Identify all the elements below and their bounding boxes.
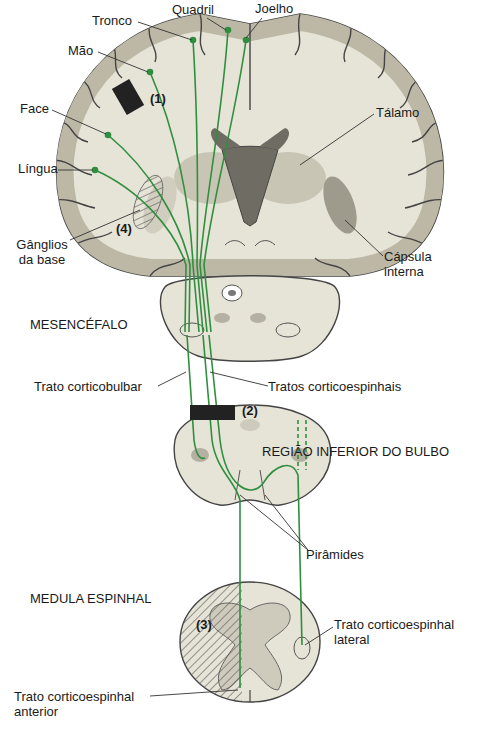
body-region-label: Joelho <box>255 2 315 17</box>
tract-label: Trato corticobulbar <box>34 380 184 395</box>
lesion-marker <box>112 79 144 115</box>
section-label: MEDULA ESPINHAL <box>30 592 180 607</box>
structure-label: Cápsula interna <box>384 250 454 280</box>
callout-number: (3) <box>196 618 226 633</box>
body-region-label: Face <box>20 102 60 117</box>
body-region-label: Língua <box>18 162 68 177</box>
section-label: MESENCÉFALO <box>30 318 160 333</box>
callout-number: (4) <box>116 222 146 237</box>
tract-label: Trato corticoespinhal anterior <box>14 690 154 720</box>
body-region-label: Mão <box>68 44 108 59</box>
structure-label: Tálamo <box>376 106 446 121</box>
spinal-cord-section <box>180 580 320 705</box>
lesion-marker <box>190 405 235 420</box>
callout-number: (1) <box>150 92 180 107</box>
section-label: REGIÃO INFERIOR DO BULBO <box>262 445 492 460</box>
tract-label: Trato corticoespinhal lateral <box>334 618 474 648</box>
body-region-label: Tronco <box>92 14 152 29</box>
structure-label: Pirâmides <box>306 548 396 563</box>
tract-label: Tratos corticoespinhais <box>268 380 438 395</box>
structure-label: Gânglios da base <box>8 238 76 268</box>
body-region-label: Quadril <box>172 3 232 18</box>
brain-section <box>52 14 448 276</box>
callout-number: (2) <box>242 404 272 419</box>
motor-pathways <box>93 28 307 689</box>
